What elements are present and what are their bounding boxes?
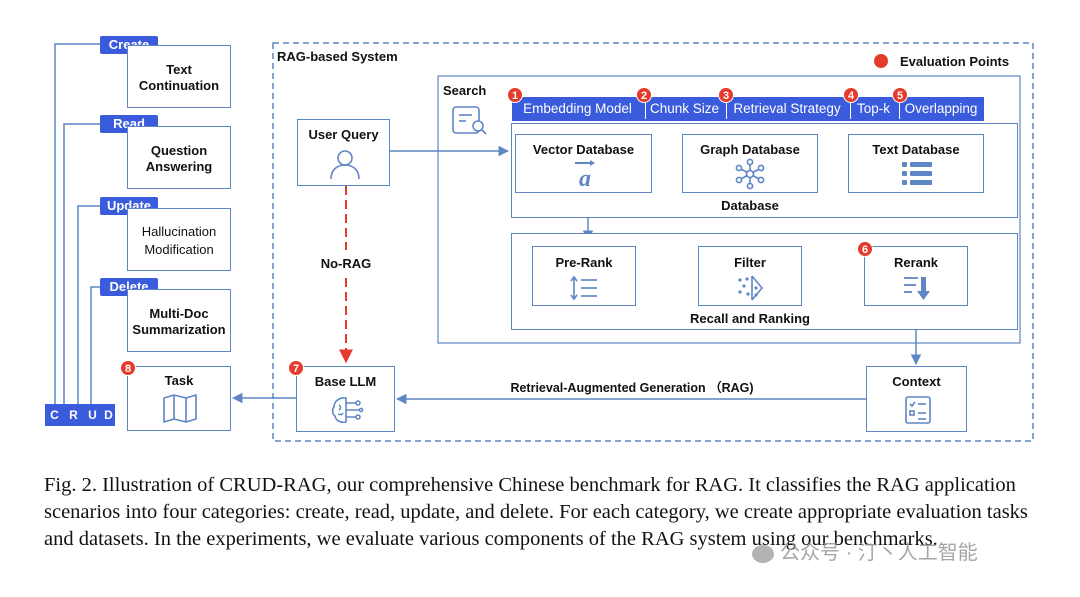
- svg-text:a: a: [579, 166, 591, 189]
- crud-letter-c: C: [45, 404, 64, 426]
- task-delete-line1: Multi-Doc: [149, 306, 209, 321]
- rerank-box: Rerank: [864, 246, 968, 306]
- database-group-label: Database: [721, 198, 779, 213]
- legend-dot-icon: [874, 54, 888, 68]
- checklist-icon: [905, 396, 931, 424]
- eval-point-3: 3: [718, 87, 734, 103]
- recall-ranking-label: Recall and Ranking: [690, 311, 810, 326]
- task-update-line2: Modification: [144, 242, 214, 257]
- vector-database-label: Vector Database: [532, 142, 635, 157]
- eval-point-8: 8: [120, 360, 136, 376]
- task-box-read: Question Answering: [127, 126, 231, 189]
- context-box: Context: [866, 366, 967, 432]
- crud-letter-r: R: [64, 404, 83, 426]
- task-box-create: Text Continuation: [127, 45, 231, 108]
- task-create-line2: Continuation: [138, 78, 220, 93]
- user-query-label: User Query: [308, 127, 379, 142]
- task-read-line1: Question: [150, 143, 208, 158]
- graph-database-label: Graph Database: [700, 142, 800, 157]
- eval-point-2: 2: [636, 87, 652, 103]
- user-query-box: User Query: [297, 119, 390, 186]
- wechat-logo-icon: [752, 544, 774, 563]
- rag-system-border: [272, 42, 1034, 442]
- crud-tree-lines: [54, 43, 104, 404]
- task-box: Task: [127, 366, 231, 431]
- eval-point-6: 6: [857, 241, 873, 257]
- search-label: Search: [443, 83, 487, 98]
- task-read-line2: Answering: [145, 159, 213, 174]
- watermark: 公众号 · 汀丶人工智能: [752, 536, 978, 565]
- rag-flow-label: Retrieval-Augmented Generation （RAG): [510, 381, 754, 395]
- eval-point-7: 7: [288, 360, 304, 376]
- text-database-label: Text Database: [872, 142, 960, 157]
- task-label: Task: [164, 373, 194, 388]
- crud-letter-u: U: [83, 404, 102, 426]
- strategy-chunk-size: Chunk Size: [645, 99, 723, 119]
- watermark-text: 公众号 · 汀丶人工智能: [780, 542, 978, 564]
- strategy-overlapping: Overlapping: [899, 99, 982, 119]
- base-llm-box: Base LLM: [296, 366, 395, 432]
- sort-icon: [570, 275, 597, 301]
- search-region-border: [437, 75, 1021, 344]
- list-icon: [902, 162, 932, 185]
- eval-point-1: 1: [507, 87, 523, 103]
- rerank-label: Rerank: [893, 255, 939, 270]
- filter-label: Filter: [734, 255, 766, 270]
- user-icon: [330, 150, 360, 180]
- context-label: Context: [892, 374, 941, 389]
- figure-caption: Fig. 2. Illustration of CRUD-RAG, our co…: [44, 474, 1028, 550]
- task-box-update: Hallucination Modification: [127, 208, 231, 271]
- strategy-top-k: Top-k: [850, 99, 896, 119]
- eval-point-5: 5: [892, 87, 908, 103]
- strategy-embedding-model: Embedding Model: [515, 99, 640, 119]
- no-rag-label: No-RAG: [320, 256, 372, 271]
- legend-label: Evaluation Points: [900, 54, 1010, 69]
- brain-ai-icon: [331, 397, 364, 424]
- graph-network-icon: [735, 158, 765, 190]
- task-create-line1: Text: [166, 62, 192, 77]
- crud-letter-d: D: [102, 404, 115, 426]
- system-title: RAG-based System: [277, 49, 398, 64]
- vector-database: Vector Database a: [515, 134, 652, 193]
- task-update-line1: Hallucination: [141, 224, 217, 239]
- eval-point-4: 4: [843, 87, 859, 103]
- map-icon: [163, 394, 197, 423]
- pre-rank-label: Pre-Rank: [555, 255, 613, 270]
- base-llm-label: Base LLM: [314, 374, 377, 389]
- filter-box: Filter: [698, 246, 802, 306]
- search-doc-icon: [452, 106, 487, 135]
- vector-a-icon: a: [575, 160, 595, 189]
- task-box-delete: Multi-Doc Summarization: [127, 289, 231, 352]
- text-database: Text Database: [848, 134, 984, 193]
- graph-database: Graph Database: [682, 134, 818, 193]
- filter-funnel-icon: [738, 275, 764, 301]
- strategy-retrieval: Retrieval Strategy: [726, 99, 847, 119]
- rerank-down-icon: [904, 277, 930, 300]
- pre-rank-box: Pre-Rank: [532, 246, 636, 306]
- task-delete-line2: Summarization: [132, 322, 226, 337]
